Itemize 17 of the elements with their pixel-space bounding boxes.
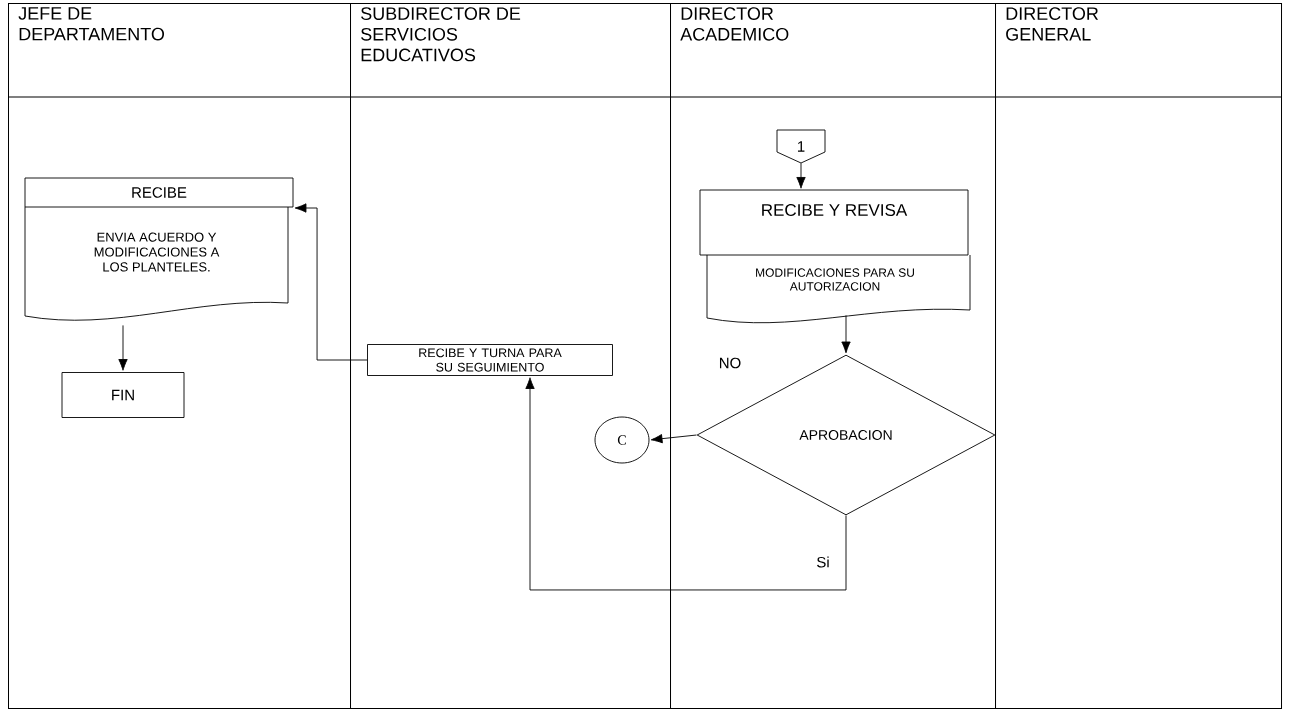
edge-label: Si xyxy=(815,555,831,569)
process-box: RECIBE Y TURNA PARA SU SEGUIMIENTO xyxy=(367,344,613,376)
arrow xyxy=(796,162,806,189)
process-box: FIN xyxy=(61,372,185,418)
arrow xyxy=(118,324,128,371)
arrow xyxy=(294,203,368,361)
lane-header: JEFE DE DEPARTAMENTO xyxy=(18,7,165,41)
lane-header: DIRECTOR ACADEMICO xyxy=(680,7,789,41)
lane-header: DIRECTOR GENERAL xyxy=(1006,7,1099,41)
off-page-connector: 1 xyxy=(776,129,826,164)
process-box: RECIBE xyxy=(24,177,294,208)
process-box: RECIBE Y REVISA xyxy=(699,189,969,256)
lane-header: SUBDIRECTOR DE SERVICIOS EDUCATIVOS xyxy=(361,7,521,62)
arrow xyxy=(841,314,851,354)
edge-label: NO xyxy=(717,356,743,370)
arrow xyxy=(525,377,847,591)
arrow xyxy=(650,434,697,444)
